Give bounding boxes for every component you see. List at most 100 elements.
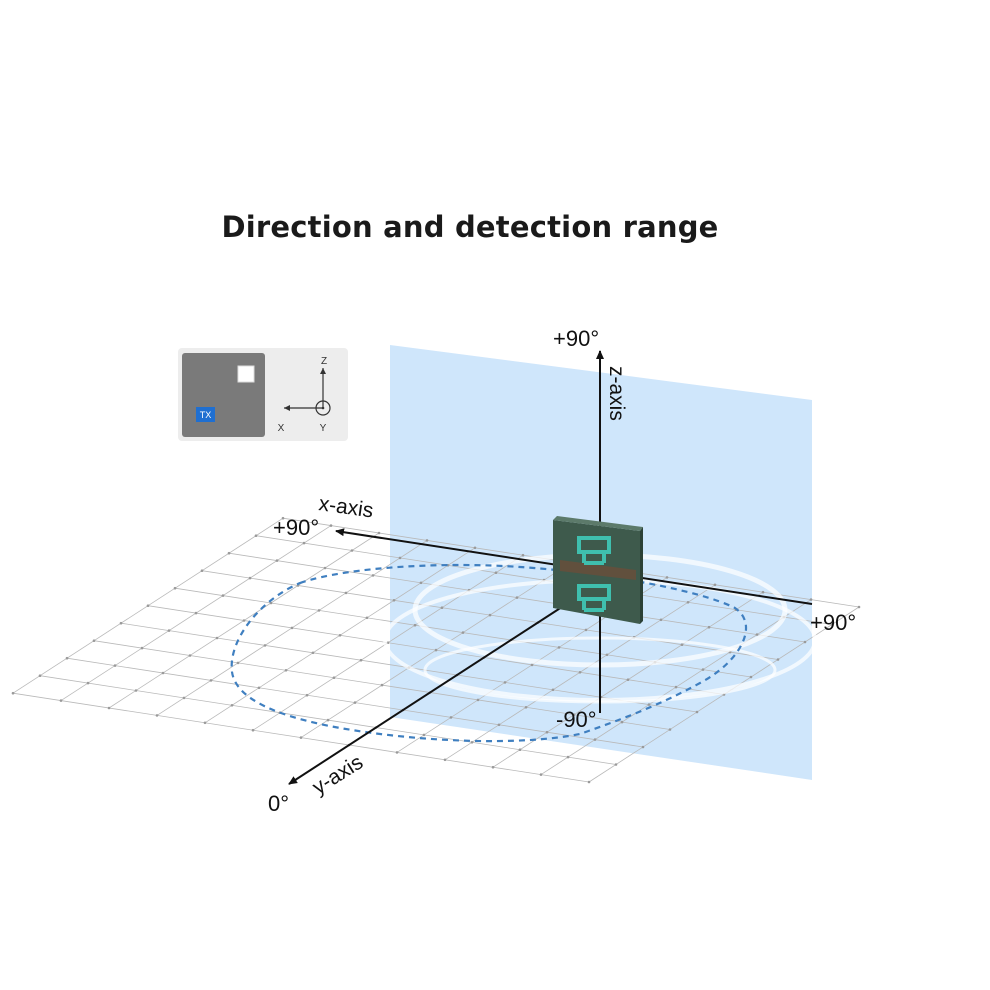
grid-node xyxy=(377,531,381,535)
grid-node xyxy=(221,594,225,597)
grid-node xyxy=(518,748,522,751)
grid-node xyxy=(443,758,447,762)
grid-node xyxy=(545,730,549,734)
grid-node xyxy=(290,626,294,630)
grid-node xyxy=(203,721,207,725)
grid-node xyxy=(491,765,495,769)
grid-node xyxy=(200,569,204,572)
grid-node xyxy=(425,539,429,542)
grid-node xyxy=(434,648,438,652)
grid-node xyxy=(503,681,507,684)
grid-node xyxy=(302,541,306,545)
grid-node xyxy=(647,703,651,706)
inset-y-dot-icon xyxy=(321,406,325,410)
z-axis-top-angle: +90° xyxy=(553,326,599,351)
grid-node xyxy=(530,663,534,667)
grid-node xyxy=(755,633,759,636)
grid-node xyxy=(605,653,609,657)
grid-node xyxy=(857,605,861,609)
grid-node xyxy=(323,566,327,570)
grid-node xyxy=(326,718,330,722)
diagram-title: Direction and detection range xyxy=(221,210,719,244)
grid-node xyxy=(269,601,273,605)
z-axis-label: z-axis xyxy=(605,366,628,421)
grid-node xyxy=(338,634,342,637)
grid-node xyxy=(251,728,255,732)
grid-node xyxy=(476,698,480,702)
grid-node xyxy=(230,704,234,707)
grid-node xyxy=(497,723,501,727)
y-axis-label: y-axis xyxy=(308,751,367,800)
grid-node xyxy=(488,613,492,617)
grid-node xyxy=(524,706,528,709)
grid-node xyxy=(59,699,63,702)
grid-node xyxy=(38,674,42,677)
grid-node xyxy=(296,584,300,587)
grid-node xyxy=(557,646,561,649)
antenna-lower-icon xyxy=(577,584,611,612)
grid-node xyxy=(188,654,192,657)
grid-node xyxy=(329,524,333,527)
grid-node xyxy=(365,616,369,620)
grid-node xyxy=(350,549,354,552)
grid-node xyxy=(236,661,240,665)
grid-node xyxy=(284,669,288,672)
inset-tx-label: TX xyxy=(200,410,212,420)
grid-node xyxy=(587,780,591,784)
grid-node xyxy=(86,681,90,685)
inset-z-label: Z xyxy=(321,356,327,367)
grid-node xyxy=(419,581,423,585)
grid-node xyxy=(830,623,834,626)
grid-node xyxy=(440,606,444,609)
grid-node xyxy=(248,576,252,580)
grid-node xyxy=(65,656,69,660)
y-axis-angle: 0° xyxy=(268,791,289,816)
x-axis-right-angle: +90° xyxy=(810,610,856,635)
grid-node xyxy=(470,741,474,744)
grid-node xyxy=(593,738,597,741)
grid-node xyxy=(281,516,285,520)
inset-receiver-square xyxy=(237,365,255,383)
grid-node xyxy=(92,639,96,642)
orientation-inset: TX Z X Y xyxy=(178,348,348,441)
z-axis-bottom-angle: -90° xyxy=(556,707,597,732)
grid-node xyxy=(665,576,669,579)
inset-y-out-of-plane-icon xyxy=(315,400,331,416)
grid-node xyxy=(539,773,543,776)
grid-node xyxy=(695,710,699,714)
grid-node xyxy=(209,679,213,682)
grid-node xyxy=(776,658,780,661)
grid-node xyxy=(353,701,357,704)
grid-node xyxy=(761,590,765,594)
grid-node xyxy=(659,618,663,622)
grid-node xyxy=(359,658,363,662)
grid-node xyxy=(494,571,498,574)
radar-sensor-module xyxy=(553,516,643,624)
grid-node xyxy=(803,640,807,644)
grid-node xyxy=(809,598,813,601)
grid-node xyxy=(173,586,177,590)
grid-node xyxy=(113,664,117,667)
grid-node xyxy=(134,689,138,692)
grid-node xyxy=(686,601,690,604)
grid-node xyxy=(11,691,15,695)
grid-node xyxy=(680,643,684,646)
grid-node xyxy=(749,675,753,679)
grid-node xyxy=(551,688,555,692)
antenna-upper-icon xyxy=(577,536,611,565)
grid-node xyxy=(155,714,159,717)
grid-node xyxy=(194,611,198,615)
grid-node xyxy=(344,591,348,595)
inset-x-label: X xyxy=(278,423,285,434)
grid-node xyxy=(380,683,384,687)
grid-node xyxy=(257,686,261,690)
grid-node xyxy=(701,668,705,671)
grid-node xyxy=(242,619,246,622)
grid-node xyxy=(119,621,123,625)
inset-y-label: Y xyxy=(320,423,327,434)
grid-node xyxy=(395,751,399,754)
grid-node xyxy=(413,623,417,627)
grid-node xyxy=(626,678,630,681)
grid-node xyxy=(215,636,219,640)
